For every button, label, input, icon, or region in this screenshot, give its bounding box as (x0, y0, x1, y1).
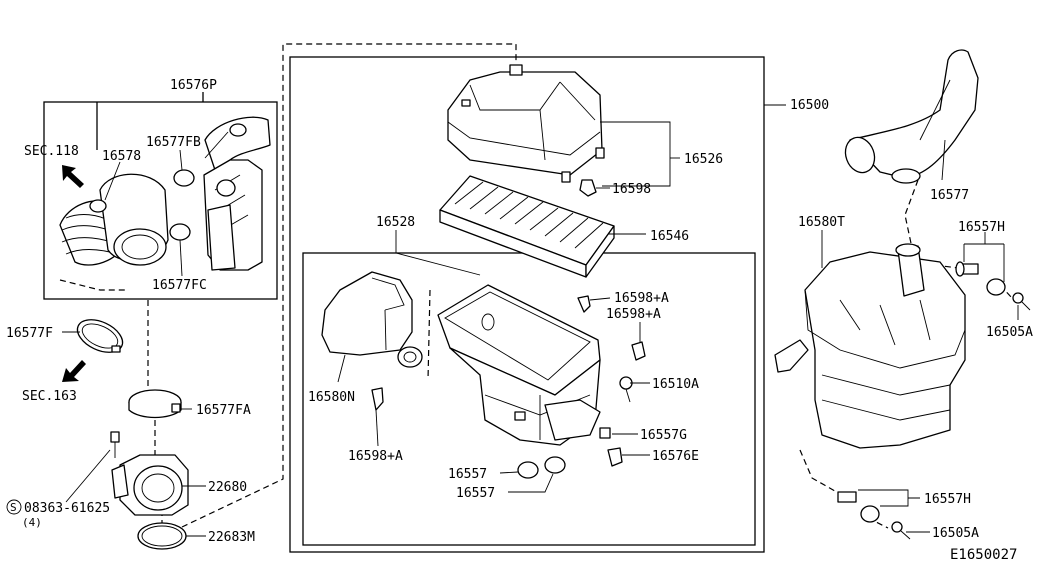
air-cleaner-cover-16526-drawing (447, 64, 605, 183)
sec118-arrow-icon (62, 165, 84, 188)
small-parts-center-drawing (371, 295, 646, 479)
label-16557H-2: 16557H (924, 492, 971, 507)
clamp-16577FA-drawing (128, 389, 182, 419)
label-16577FA: 16577FA (196, 403, 251, 418)
leader-lines (62, 92, 1019, 537)
label-screw-08363-61625: 08363-61625 (24, 501, 110, 516)
sec163-arrow-icon (62, 360, 86, 382)
label-16557-1: 16557 (448, 467, 487, 482)
gasket-22683M-drawing (137, 522, 187, 550)
clip-16598-drawing (579, 179, 597, 197)
left-assembly-frame (43, 101, 278, 300)
throttle-chamber-22680-drawing (110, 431, 189, 516)
air-cleaner-assembly-frame (289, 56, 765, 553)
screw-symbol-icon: S (6, 499, 22, 515)
resonator-16580T-drawing (774, 243, 966, 449)
label-16598: 16598 (612, 182, 651, 197)
label-16577FC: 16577FC (152, 278, 207, 293)
label-16576P: 16576P (170, 78, 217, 93)
label-16598A-2: 16598+A (606, 307, 661, 322)
label-16580N: 16580N (308, 390, 355, 405)
label-16528: 16528 (376, 215, 415, 230)
label-16526: 16526 (684, 152, 723, 167)
label-16557G: 16557G (640, 428, 687, 443)
label-16598A-3: 16598+A (348, 449, 403, 464)
label-16557H-1: 16557H (958, 220, 1005, 235)
label-16557-2: 16557 (456, 486, 495, 501)
label-16576E: 16576E (652, 449, 699, 464)
grommets-and-bolts-right-drawing (837, 261, 1031, 540)
resonator-16580N-drawing (321, 271, 423, 368)
air-duct-16577-drawing (844, 49, 979, 184)
label-16500: 16500 (790, 98, 829, 113)
label-16577: 16577 (930, 188, 969, 203)
label-16577FB: 16577FB (146, 135, 201, 150)
drawing-code: E1650027 (950, 547, 1017, 563)
label-16578: 16578 (102, 149, 141, 164)
label-16580T: 16580T (798, 215, 845, 230)
label-22680: 22680 (208, 480, 247, 495)
label-22683M: 22683M (208, 530, 255, 545)
filter-element-16546-drawing (439, 175, 615, 278)
air-cleaner-body-16528-drawing (437, 284, 601, 446)
label-16510A: 16510A (652, 377, 699, 392)
label-sec118: SEC.118 (24, 144, 79, 159)
label-16577F: 16577F (6, 326, 53, 341)
label-screw-qty: (4) (22, 516, 42, 529)
label-sec163: SEC.163 (22, 389, 77, 404)
screw-symbol-letter: S (10, 501, 17, 514)
clamp-16577F-drawing (76, 319, 124, 353)
air-duct-16578-drawing (59, 116, 271, 271)
label-16598A-1: 16598+A (614, 291, 669, 306)
label-16546: 16546 (650, 229, 689, 244)
part-labels: 16576P 16500 16578 16577FB SEC.118 16577… (6, 78, 1033, 563)
label-16505A-2: 16505A (932, 526, 979, 541)
label-16505A-1: 16505A (986, 325, 1033, 340)
